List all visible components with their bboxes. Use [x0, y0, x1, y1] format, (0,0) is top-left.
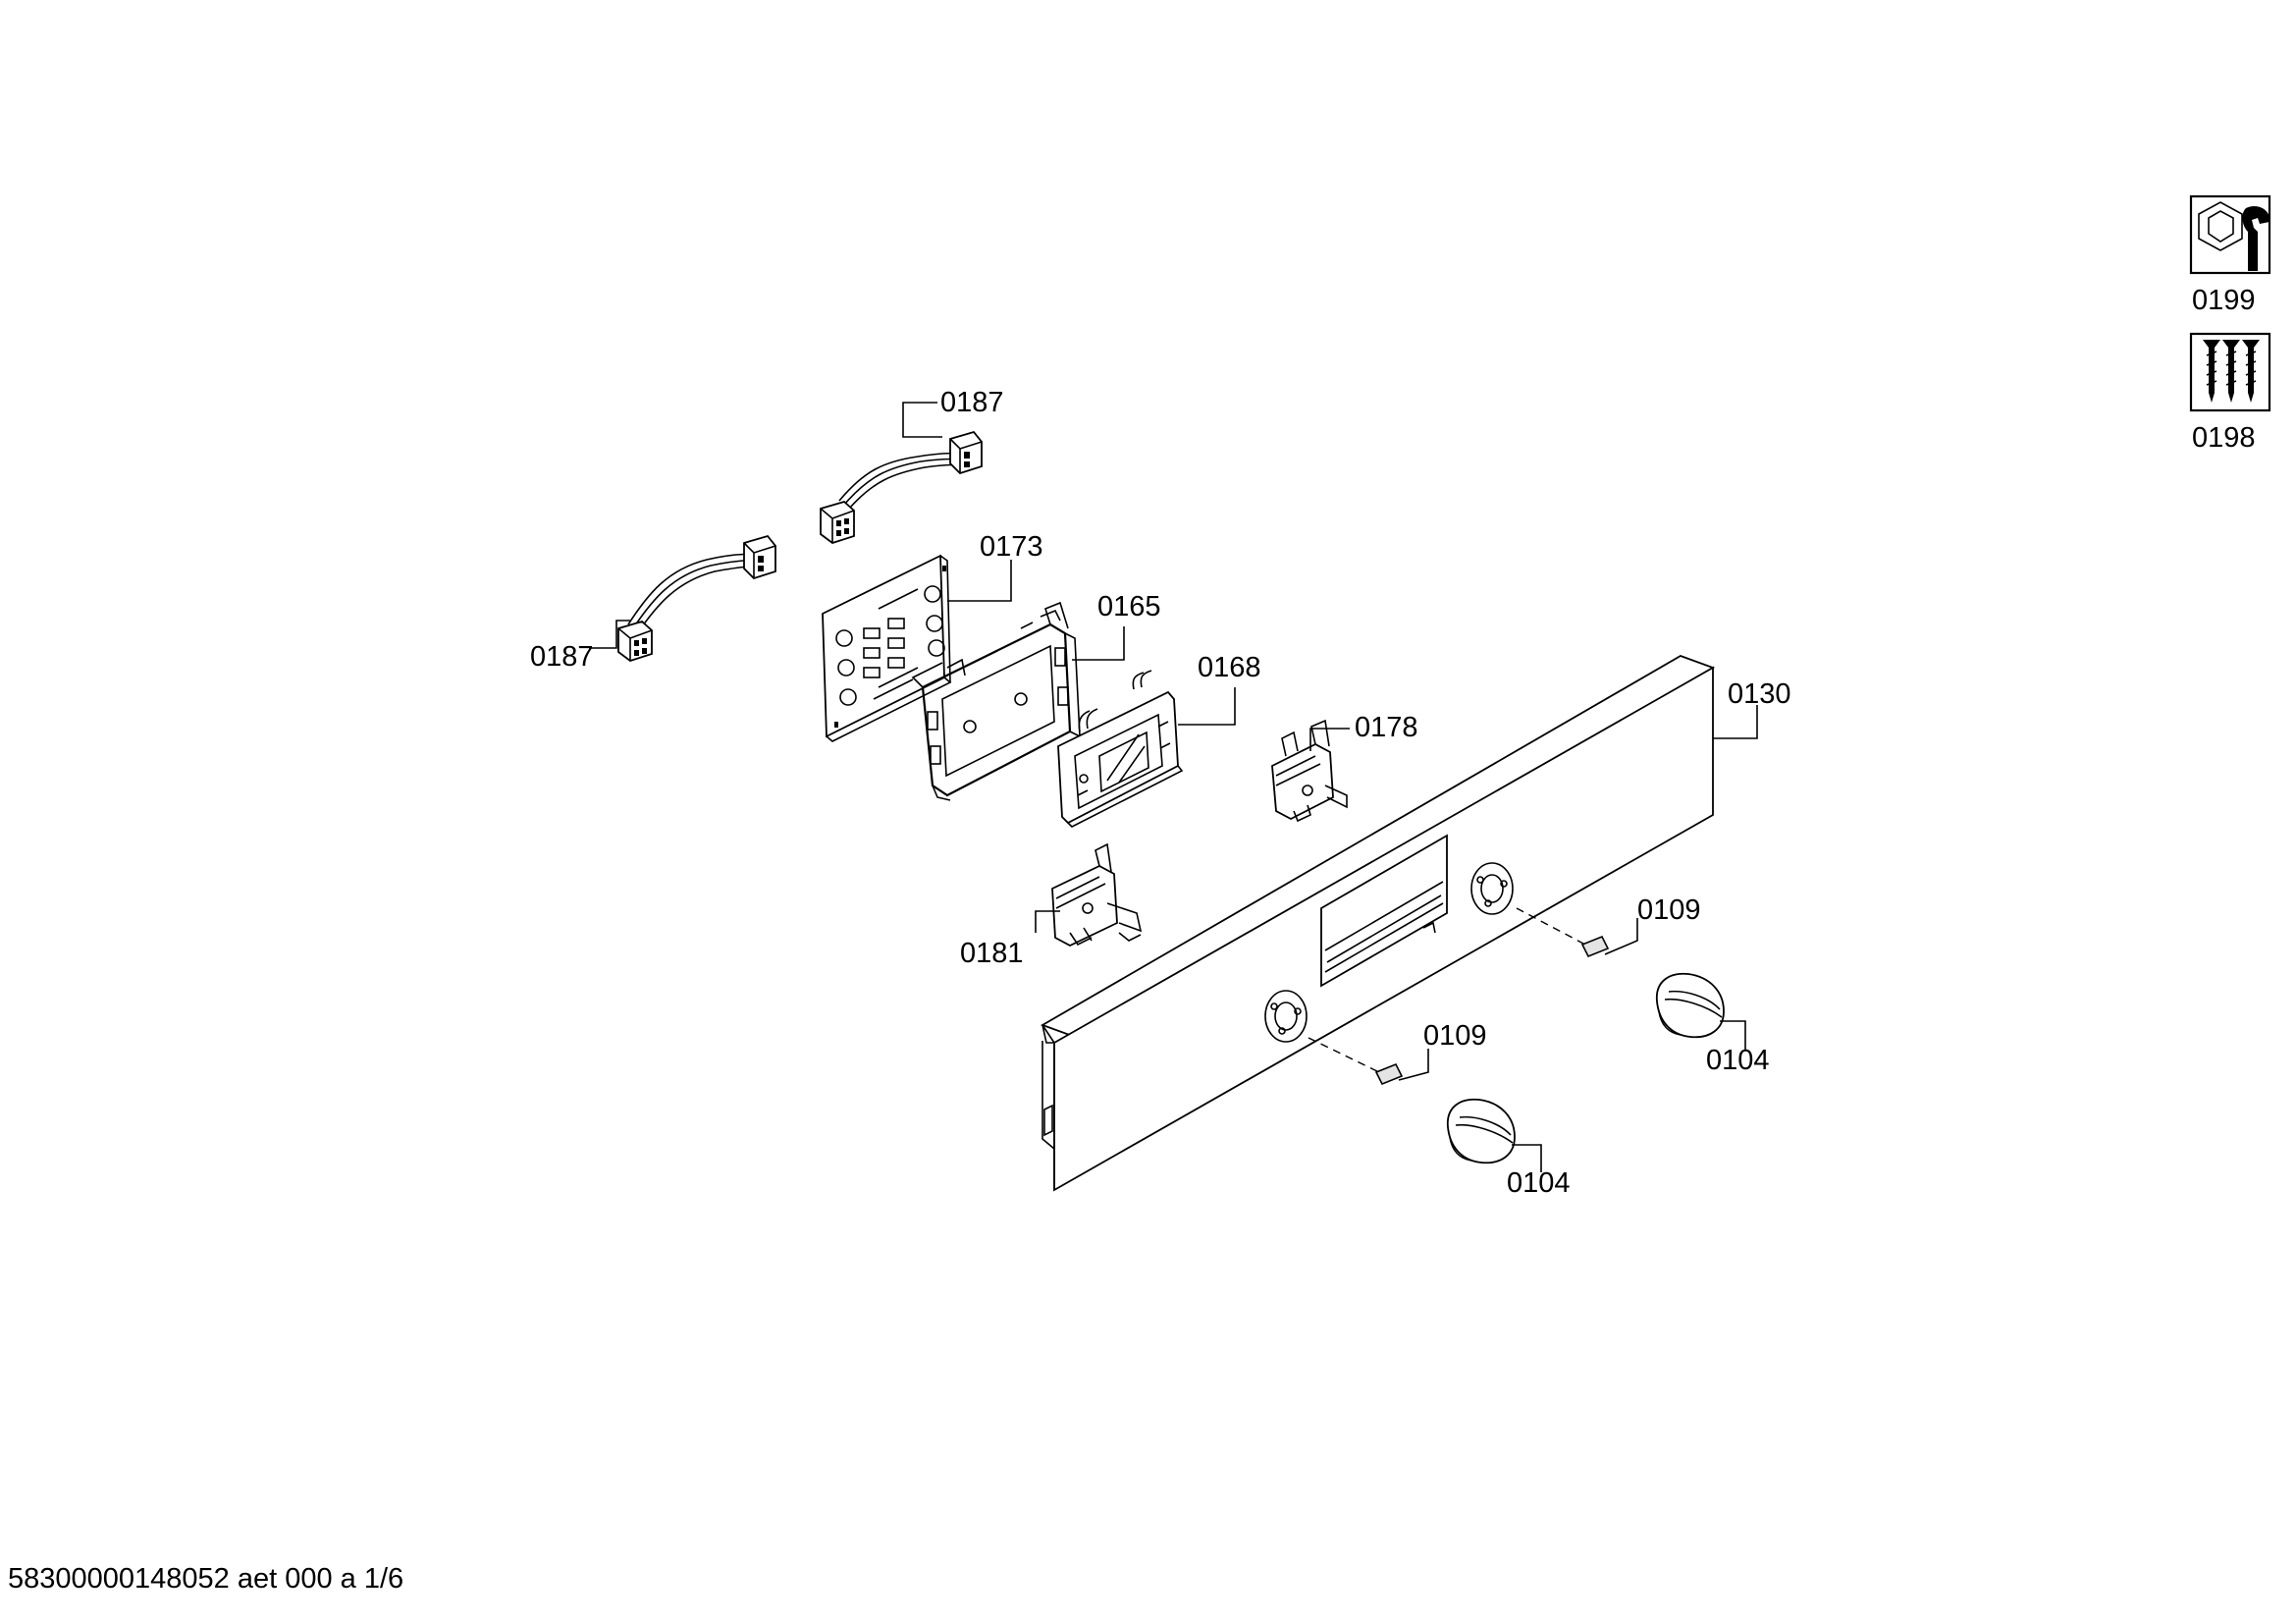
part-number-0187-upper: 0187 [940, 387, 1004, 418]
part-number-0178: 0178 [1355, 712, 1418, 743]
part-number-0104-left: 0104 [1507, 1167, 1571, 1199]
part-number-0165: 0165 [1097, 591, 1161, 623]
display-module[interactable] [1057, 670, 1184, 828]
selector-switch-right[interactable] [1271, 719, 1348, 823]
callout-0165: 0165 [1072, 591, 1161, 661]
callout-0173: 0173 [947, 531, 1043, 602]
knob-hole-left [1264, 990, 1308, 1043]
control-panel-fascia[interactable] [1040, 655, 1716, 1192]
part-number-0199: 0199 [2192, 285, 2256, 316]
callout-0181: 0181 [960, 910, 1060, 969]
callout-0187-lower: 0187 [530, 620, 630, 673]
part-number-0104-right: 0104 [1706, 1045, 1770, 1076]
callout-0187-upper: 0187 [902, 387, 1004, 438]
part-number-0198: 0198 [2192, 422, 2256, 454]
callout-0109-left: 0109 [1398, 1020, 1487, 1081]
knob-hole-right [1470, 862, 1514, 915]
callout-0178: 0178 [1309, 712, 1418, 751]
callout-0199: 0199 [2192, 285, 2256, 316]
part-number-0168: 0168 [1198, 652, 1261, 683]
callout-0168: 0168 [1178, 652, 1261, 726]
wrench-nut-icon [2198, 201, 2270, 271]
screws-icon [2203, 340, 2260, 403]
wiring-harness-lower[interactable] [617, 534, 776, 662]
callout-0104-left: 0104 [1507, 1144, 1571, 1199]
control-knob-right[interactable] [1656, 972, 1725, 1039]
part-number-0187-lower: 0187 [530, 641, 594, 673]
control-knob-left[interactable] [1447, 1098, 1516, 1164]
part-number-0130: 0130 [1728, 678, 1791, 710]
part-number-0173: 0173 [980, 531, 1043, 563]
callout-0109-right: 0109 [1604, 894, 1701, 955]
circuit-board[interactable] [822, 554, 952, 742]
tool-kit-accessory[interactable] [2189, 194, 2271, 275]
wiring-harness-upper[interactable] [820, 430, 983, 544]
mounting-frame[interactable] [911, 601, 1081, 801]
document-id-footer: 58300000148052 aet 000 a 1/6 [8, 1563, 404, 1595]
part-number-0181: 0181 [960, 938, 1024, 969]
spacer-right[interactable] [1516, 907, 1610, 958]
part-number-0109-left: 0109 [1423, 1020, 1487, 1052]
spacer-left[interactable] [1308, 1037, 1404, 1086]
screw-set-accessory[interactable] [2189, 332, 2271, 412]
selector-switch-left[interactable] [1051, 842, 1143, 947]
callout-0104-right: 0104 [1706, 1020, 1770, 1076]
part-number-0109-right: 0109 [1637, 894, 1701, 926]
callout-0130: 0130 [1713, 678, 1791, 739]
callout-0198: 0198 [2192, 422, 2256, 454]
